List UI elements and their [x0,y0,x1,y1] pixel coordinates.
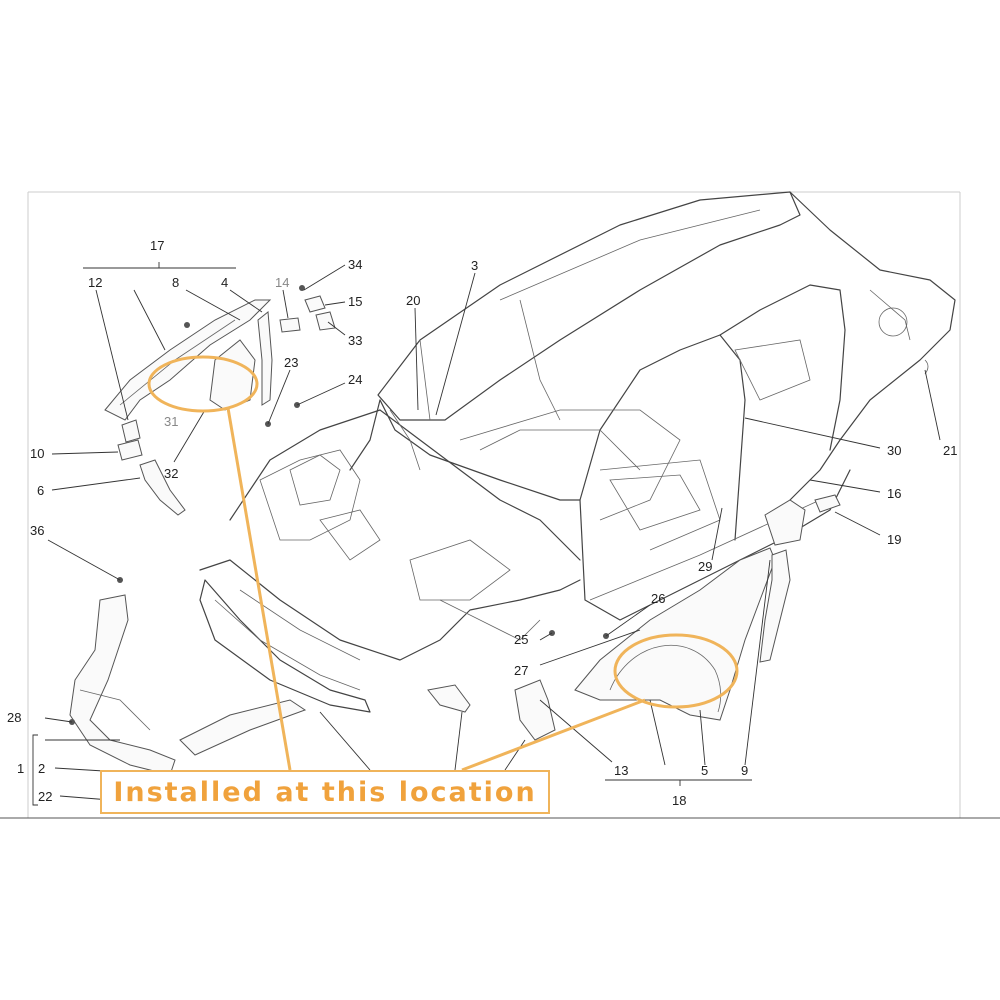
label-20: 20 [406,293,420,308]
label-19: 19 [887,532,901,547]
label-34: 34 [348,257,362,272]
label-3: 3 [471,258,478,273]
bracket-part-6 [139,459,186,516]
label-23: 23 [284,355,298,370]
car-body-shell [199,191,956,713]
bracket-part-12 [121,419,141,443]
label-8: 8 [172,275,179,290]
label-25: 25 [514,632,528,647]
label-28: 28 [7,710,21,725]
label-10: 10 [30,446,44,461]
label-21: 21 [943,443,957,458]
bracket-part-10 [117,439,143,461]
highlight-connectors [226,407,646,772]
label-9: 9 [741,763,748,778]
pillar-reinforcement-part-9 [759,549,791,663]
front-fender-apron-part-17 [104,299,272,421]
label-16: 16 [887,486,901,501]
label-15: 15 [348,294,362,309]
label-32: 32 [164,466,178,481]
small-parts-14-15-33-34 [279,295,336,333]
label-12: 12 [88,275,102,290]
label-29: 29 [698,559,712,574]
label-31: 31 [164,414,178,429]
bracket-part-19 [814,494,841,513]
label-6: 6 [37,483,44,498]
label-5: 5 [701,763,708,778]
bracket-parts-13 [427,679,556,741]
callout-text: Installed at this location [113,776,537,808]
label-4: 4 [221,275,228,290]
fasteners [69,285,609,725]
label-24: 24 [348,372,362,387]
label-14: 14 [275,275,289,290]
label-2: 2 [38,761,45,776]
label-27: 27 [514,663,528,678]
label-22: 22 [38,789,52,804]
bracket-part-16 [764,499,806,546]
part-labels: 17 12 8 4 14 34 15 33 3 20 23 24 31 10 3… [7,238,957,808]
installed-location-callout: Installed at this location [100,770,550,814]
highlight-ellipse-front-wheel-arch [147,355,259,413]
label-13: 13 [614,763,628,778]
pillar-trim-part-4 [257,311,273,406]
label-33: 33 [348,333,362,348]
label-17: 17 [150,238,164,253]
leader-lines [32,262,941,806]
label-26: 26 [651,591,665,606]
label-1: 1 [17,761,24,776]
label-36: 36 [30,523,44,538]
label-30: 30 [887,443,901,458]
highlight-ellipse-rear-wheel-arch [613,633,739,709]
label-18: 18 [672,793,686,808]
front-rail-assembly-part-1 [69,594,307,776]
